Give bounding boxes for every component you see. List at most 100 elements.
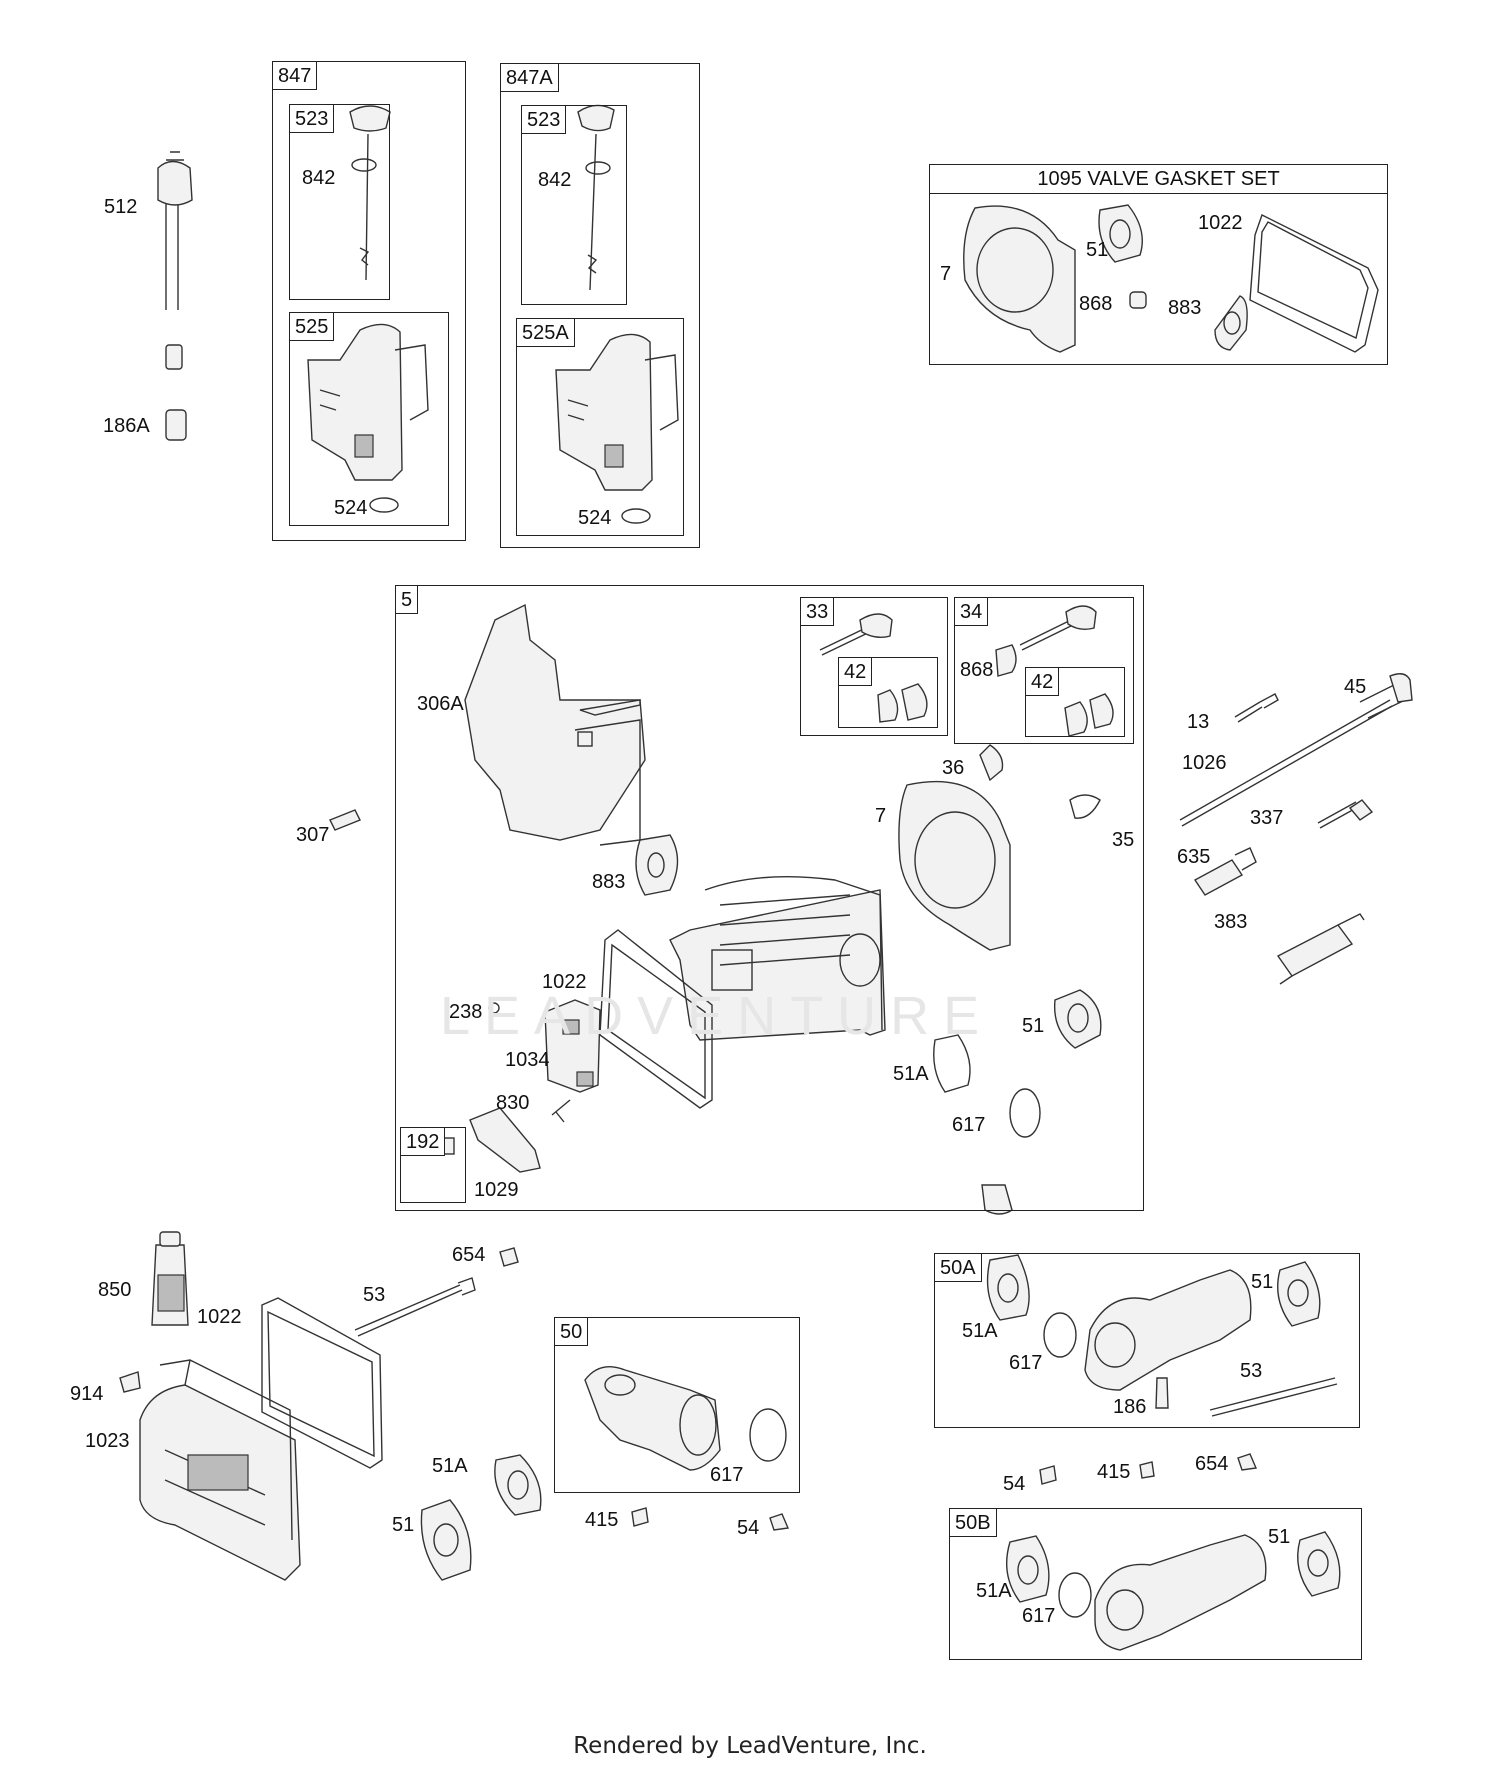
box-34-label: 34 [954, 597, 989, 626]
label-50A-53: 53 [1240, 1360, 1263, 1382]
box-847A: 847A [500, 63, 700, 548]
label-7: 7 [875, 805, 887, 827]
label-45: 45 [1344, 676, 1367, 698]
bolt-307 [329, 809, 361, 831]
intake-elbow-50 [584, 1366, 790, 1531]
label-635: 635 [1177, 846, 1211, 868]
box-42-b: 42 [1025, 667, 1125, 737]
label-1029: 1029 [474, 1179, 519, 1201]
label-654: 654 [452, 1244, 486, 1266]
vgs-label-51: 51 [1086, 239, 1109, 261]
label-830: 830 [496, 1092, 530, 1114]
label-mid-54: 54 [1003, 1473, 1026, 1495]
label-868: 868 [960, 659, 994, 681]
valve-parts [819, 605, 1114, 737]
label-238: 238 [449, 1001, 483, 1023]
label-51: 51 [1022, 1015, 1045, 1037]
label-50B-617: 617 [1022, 1605, 1056, 1627]
box-523-b: 523 [521, 105, 627, 305]
intake-manifold-50A [986, 1254, 1338, 1485]
box-5: 5 [395, 585, 1144, 1211]
box-5-label: 5 [395, 585, 419, 614]
box-525: 525 [289, 312, 449, 526]
vgs-label-868: 868 [1079, 293, 1113, 315]
box-50B: 50B [949, 1508, 1362, 1660]
box-192-label: 192 [400, 1127, 446, 1156]
label-mid-654: 654 [1195, 1453, 1229, 1475]
box-33-label: 33 [800, 597, 835, 626]
valve-gasket-set-title: 1095 VALVE GASKET SET [930, 165, 1387, 194]
label-524-b: 524 [578, 507, 612, 529]
box-50A: 50A [934, 1253, 1360, 1428]
box-525-label: 525 [289, 312, 335, 341]
label-50A-51: 51 [1251, 1271, 1274, 1293]
label-1034: 1034 [505, 1049, 550, 1071]
label-842-a: 842 [302, 167, 336, 189]
box-42-a-label: 42 [838, 657, 873, 686]
box-523-a-label: 523 [289, 104, 335, 133]
label-1026: 1026 [1182, 752, 1227, 774]
label-512: 512 [104, 196, 138, 218]
watermark: LEADVENTURE [440, 986, 994, 1046]
label-1023: 1023 [85, 1430, 130, 1452]
dipstick-tube-part [157, 151, 193, 441]
label-883: 883 [592, 871, 626, 893]
box-42-b-label: 42 [1025, 667, 1060, 696]
box-33: 33 [800, 597, 948, 736]
label-914: 914 [70, 1383, 104, 1405]
box-847-label: 847 [272, 61, 318, 90]
label-1022: 1022 [542, 971, 587, 993]
intake-manifold-50B [1005, 1531, 1341, 1651]
label-54: 54 [737, 1517, 760, 1539]
label-850: 850 [98, 1279, 132, 1301]
box-50B-label: 50B [949, 1508, 997, 1537]
box-523-b-label: 523 [521, 105, 567, 134]
label-50A-617: 617 [1009, 1352, 1043, 1374]
label-51-b: 51 [392, 1514, 415, 1536]
box-34: 34 [954, 597, 1134, 744]
rocker-and-pushrod-parts [1179, 673, 1413, 985]
label-617-b: 617 [710, 1464, 744, 1486]
label-13: 13 [1187, 711, 1210, 733]
valve-cover-parts [119, 1231, 542, 1581]
box-50-label: 50 [554, 1317, 589, 1346]
label-306A: 306A [417, 693, 464, 715]
label-51A-b: 51A [432, 1455, 468, 1477]
box-42-a: 42 [838, 657, 938, 728]
box-847A-label: 847A [500, 63, 559, 92]
label-415: 415 [585, 1509, 619, 1531]
box-50: 50 [554, 1317, 800, 1493]
label-186A: 186A [103, 415, 150, 437]
label-617: 617 [952, 1114, 986, 1136]
dipstick-assembly-847 [307, 105, 429, 513]
box-192: 192 [400, 1127, 466, 1203]
vgs-label-883: 883 [1168, 297, 1202, 319]
label-mid-415: 415 [1097, 1461, 1131, 1483]
label-842-b: 842 [538, 169, 572, 191]
label-35: 35 [1112, 829, 1135, 851]
label-50A-186: 186 [1113, 1396, 1147, 1418]
label-53: 53 [363, 1284, 386, 1306]
label-51A: 51A [893, 1063, 929, 1085]
box-525A-label: 525A [516, 318, 575, 347]
label-50B-51: 51 [1268, 1526, 1291, 1548]
label-50B-51A: 51A [976, 1580, 1012, 1602]
footer-credit: Rendered by LeadVenture, Inc. [573, 1733, 927, 1759]
label-524-a: 524 [334, 497, 368, 519]
label-383: 383 [1214, 911, 1248, 933]
label-1022-b: 1022 [197, 1306, 242, 1328]
vgs-label-1022: 1022 [1198, 212, 1243, 234]
label-307: 307 [296, 824, 330, 846]
box-847: 847 [272, 61, 466, 541]
box-523-a: 523 [289, 104, 390, 300]
label-50A-51A: 51A [962, 1320, 998, 1342]
cylinder-head-parts [421, 603, 1102, 1215]
box-1095-valve-gasket-set: 1095 VALVE GASKET SET [929, 164, 1388, 365]
box-525A: 525A [516, 318, 684, 536]
vgs-label-7: 7 [940, 263, 952, 285]
box-50A-label: 50A [934, 1253, 982, 1282]
dipstick-assembly-847A [555, 104, 679, 524]
valve-gasket-set-parts [963, 204, 1379, 353]
